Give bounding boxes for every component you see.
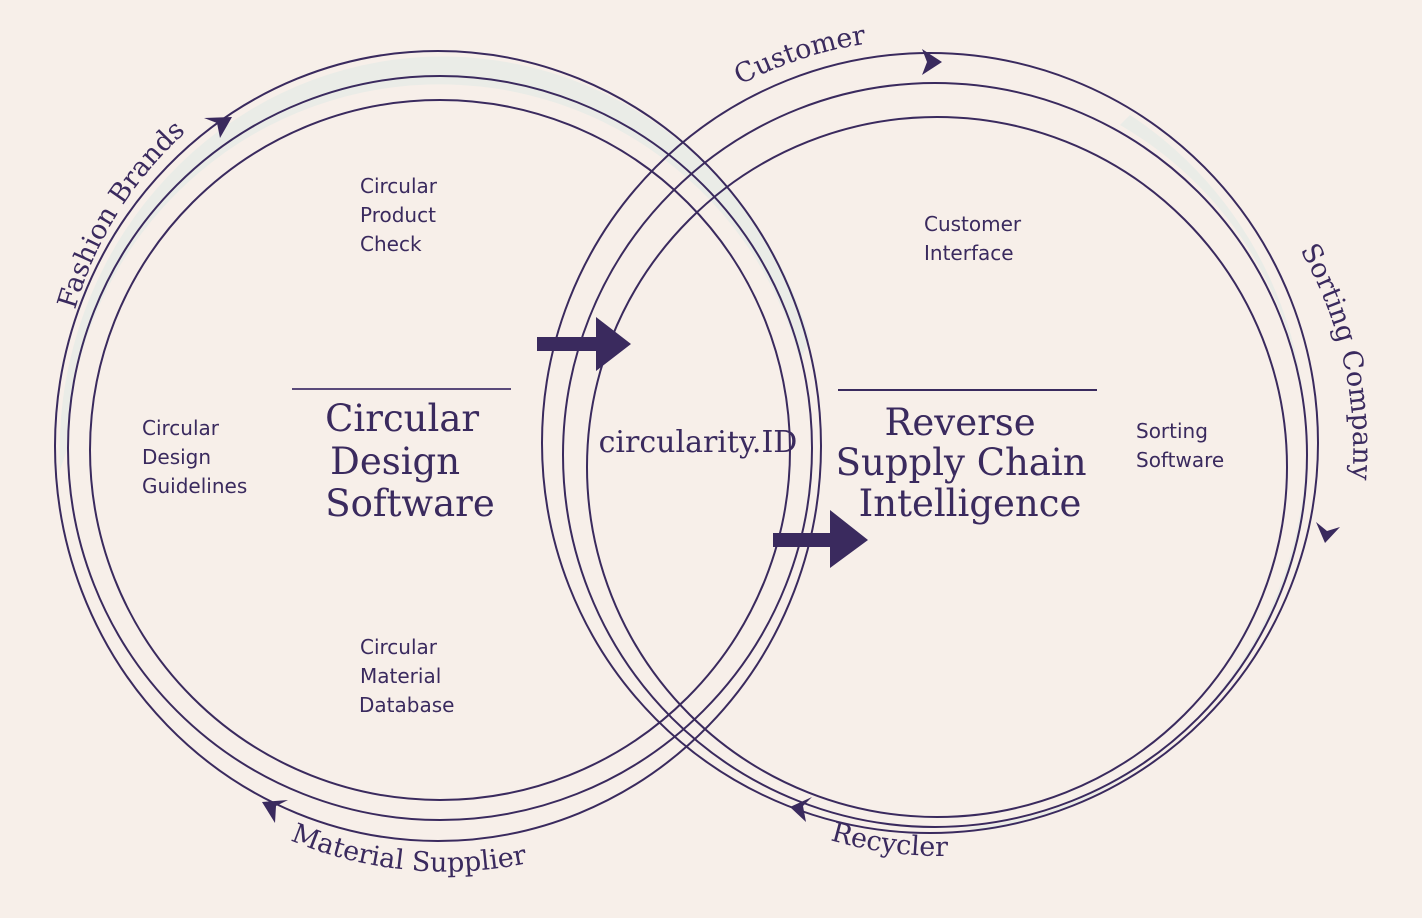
material-supplier-orbit-arrow-icon <box>262 800 288 823</box>
left-inner-circle <box>89 99 791 801</box>
right-middle-circle <box>562 82 1308 828</box>
flow-arrow-to-right-icon <box>773 510 868 568</box>
module-circular-product-check: Circular Product Check <box>360 174 443 256</box>
right-outer-orbit <box>541 52 1319 834</box>
module-circular-material-database: Circular Material Database <box>359 635 454 717</box>
customer-orbit-arrow-icon <box>922 49 942 75</box>
left-system-title: Circular Design Software <box>325 397 495 525</box>
right-system-title: Reverse Supply Chain Intelligence <box>836 401 1099 525</box>
flow-arrow-to-center-icon <box>537 317 631 371</box>
orbit-label-fashion-brands: Fashion Brands <box>52 114 191 312</box>
center-label: circularity.ID <box>599 425 798 460</box>
module-circular-design-guidelines: Circular Design Guidelines <box>142 416 247 498</box>
orbit-label-customer: Customer <box>729 20 867 91</box>
right-inner-circle <box>586 116 1288 818</box>
orbit-label-material-supplier: Material Supplier <box>287 818 529 879</box>
sorting-company-orbit-arrow-icon <box>1316 522 1340 543</box>
module-sorting-software: Sorting Software <box>1136 419 1224 472</box>
left-outer-orbit <box>54 50 822 842</box>
recycler-orbit-arrow-icon <box>790 797 812 822</box>
module-customer-interface: Customer Interface <box>924 212 1028 265</box>
left-middle-circle <box>67 75 813 821</box>
fashion-brands-orbit-arrow-icon <box>204 117 232 138</box>
